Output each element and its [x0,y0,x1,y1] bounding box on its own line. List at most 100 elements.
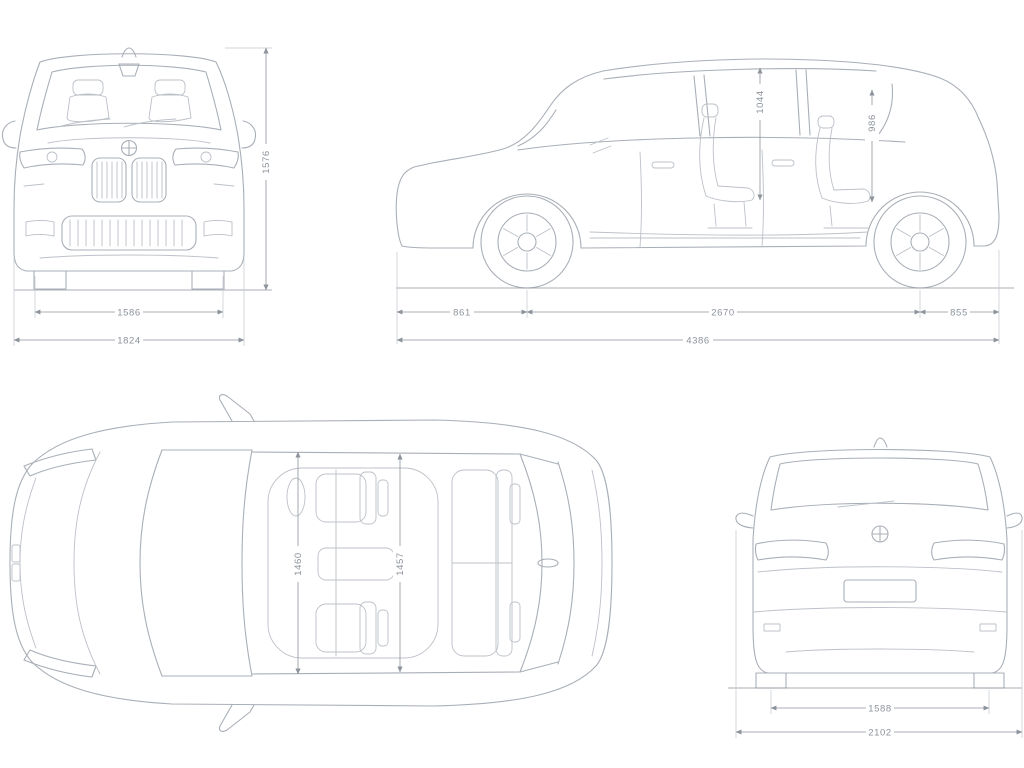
front-windshield [36,64,222,131]
dim-front-interior-width: 1460 [291,451,305,675]
dim-front-headroom: 1044 [753,67,767,201]
headlights [19,147,239,169]
right-side-mirror [241,120,257,149]
dim-rear-headroom-label: 986 [867,114,878,132]
rear-left-mirror [735,512,754,529]
rear-wheels [755,672,1005,689]
dim-rear-overhang: 855 [919,306,1000,319]
dim-wheelbase: 2670 [526,306,921,319]
dim-wheelbase-label: 2670 [711,308,735,319]
side-dimensions: 1044 986 861 2670 855 [396,67,1014,347]
floor-line [589,231,869,236]
rear-bmw-roundel-icon [871,525,889,543]
center-console [317,547,395,581]
side-view: 1044 986 861 2670 855 [395,58,1014,347]
fog-lights [25,220,233,237]
wipers [57,118,177,128]
top-kidney-grille [11,544,21,582]
door-cut-lines [639,149,764,248]
dim-overall-length: 4386 [396,334,1000,347]
side-front-seat [699,103,755,229]
kidney-grille [91,157,167,203]
top-interior [286,469,521,657]
dim-front-overhang: 861 [396,306,528,319]
rear-body-outline [752,448,1008,674]
top-dimensions: 1460 1457 [291,451,407,675]
antenna-fin-icon [121,47,137,58]
dim-front-interior-width-label: 1460 [293,552,304,576]
dim-rear-width-mirrors-label: 2102 [868,728,892,739]
rear-pillar-lines [519,453,559,673]
rear-window [770,457,989,511]
belt-line [517,136,906,151]
dim-rear-interior-width: 1457 [393,453,407,673]
side-view-car [395,58,1000,289]
front-dimensions: 1576 1586 1824 [13,47,273,347]
rear-view-car [735,437,1023,689]
dim-rear-track: 1588 [770,702,990,715]
panoramic-roof [267,467,439,659]
front-door-handle [651,161,675,169]
top-steering-wheel [286,477,306,517]
bumper-lip [39,254,219,259]
dim-rear-overhang-label: 855 [950,308,968,319]
front-view-car [1,47,257,290]
front-wheels [33,270,225,290]
top-front-seat-left [315,471,389,525]
rear-right-mirror [1006,512,1023,529]
dim-rear-width-mirrors: 2102 [735,726,1023,739]
top-view-car [9,394,613,732]
rear-bumper-line [753,607,1007,613]
bumper-slits [23,183,235,187]
dim-rear-interior-width-label: 1457 [395,552,406,576]
rear-wheel [873,195,967,289]
tailgate-seam [757,566,1003,573]
rear-dimensions: 1588 2102 [728,530,1023,739]
a-pillars [161,449,253,677]
dim-front-height: 1576 [225,47,273,291]
windshield-base-arc [139,449,163,677]
dim-front-width: 1824 [13,258,245,347]
dim-front-track: 1586 [34,276,224,319]
rearview-mirror [118,63,140,77]
dim-rear-track-label: 1588 [868,704,892,715]
front-view: 1576 1586 1824 [1,47,273,347]
hood-crease [47,137,211,144]
roof-inner-line [603,68,877,80]
roof-rear-arc [557,461,575,665]
dim-front-height-label: 1576 [261,150,272,174]
rear-reflectors [763,623,997,632]
hatch-edge-arc [591,469,603,657]
dim-front-width-label: 1824 [117,336,141,347]
steering-wheel [589,137,612,154]
rear-view: 1588 2102 [728,437,1023,739]
rear-wiper [837,500,895,508]
side-interior [589,103,871,236]
side-rear-seat [815,115,871,229]
rear-window-arc [519,453,543,673]
rear-valance [785,648,975,653]
top-body-outline [9,419,613,707]
left-side-mirror [1,120,17,149]
front-body-outline [13,53,245,272]
dim-front-overhang-label: 861 [453,308,471,319]
top-left-mirror [218,394,255,422]
lower-grille [61,215,197,251]
front-seats [66,79,192,123]
license-plate [843,579,917,603]
top-view: 1460 1457 [9,394,613,732]
taillights [754,539,1006,561]
hood-cut-line [19,477,37,649]
cowl-line [73,451,101,675]
top-headlights [23,448,97,678]
side-body-outline [395,58,1000,249]
front-wheel [480,195,574,289]
top-antenna-fin-icon [537,558,559,568]
roof-front-arc [241,449,253,677]
b-pillar [693,74,711,137]
dim-front-track-label: 1586 [117,308,141,319]
dim-front-headroom-label: 1044 [755,90,766,114]
top-front-seat-right [315,601,389,655]
